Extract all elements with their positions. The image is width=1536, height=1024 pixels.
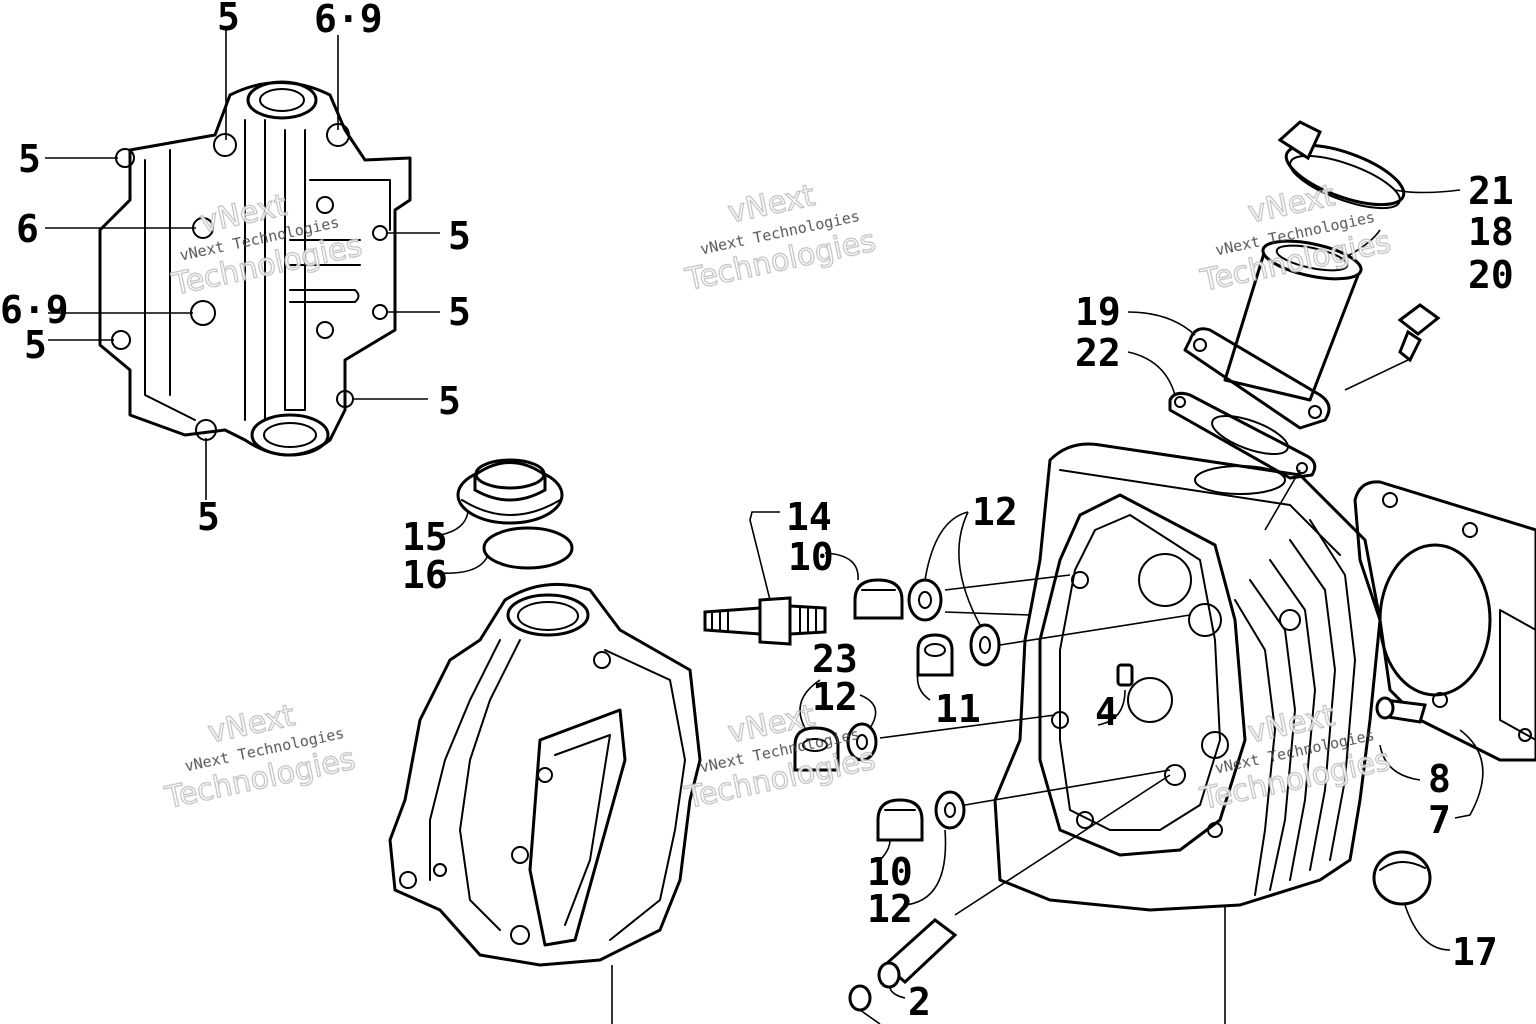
- callout-5: 5: [448, 290, 471, 334]
- washer-left: [846, 722, 878, 762]
- callout-6-9: 6·9: [0, 288, 69, 332]
- intake-bolt: [1397, 303, 1441, 363]
- callout-6: 6: [16, 207, 39, 251]
- head-cover-top-view: [98, 80, 412, 457]
- dowel-pin: [877, 918, 958, 989]
- callout-6-9: 6·9: [314, 0, 383, 41]
- callout-23: 23: [812, 637, 858, 681]
- callout-15: 15: [402, 515, 448, 559]
- flange-nut: [916, 633, 954, 677]
- callout-19: 19: [1075, 290, 1121, 334]
- callout-11: 11: [935, 687, 981, 731]
- callout-2: 2: [908, 980, 931, 1024]
- stud-bolt: [703, 596, 827, 646]
- cylinder-gasket: [1353, 480, 1536, 762]
- callout-5: 5: [217, 0, 240, 39]
- callout-10: 10: [788, 535, 834, 579]
- callout-21: 21: [1468, 169, 1514, 213]
- washer-upper: [907, 578, 943, 622]
- acorn-nut-upper: [853, 578, 904, 620]
- callout-22: 22: [1075, 331, 1121, 375]
- callout-5: 5: [18, 137, 41, 181]
- callout-20: 20: [1468, 253, 1514, 297]
- hose-clamp: [1277, 120, 1406, 210]
- head-cover-leader-lines: [45, 30, 440, 500]
- plug-cap: [1372, 850, 1432, 906]
- intake-pipe: [1183, 239, 1363, 430]
- callout-7: 7: [1428, 798, 1451, 842]
- callout-8: 8: [1428, 757, 1451, 801]
- o-ring: [482, 526, 574, 570]
- callout-5: 5: [197, 495, 220, 539]
- cylinder-head: [993, 442, 1382, 912]
- callout-12: 12: [867, 887, 913, 931]
- callout-5: 5: [438, 379, 461, 423]
- head-cover-side-view: [388, 582, 702, 967]
- callout-4: 4: [1095, 690, 1118, 734]
- cap-nut-left: [793, 726, 840, 772]
- callout-10: 10: [867, 850, 913, 894]
- dowel-pin-right: [1375, 696, 1427, 724]
- callout-5: 5: [448, 214, 471, 258]
- callout-16: 16: [402, 553, 448, 597]
- washer-lower: [934, 790, 966, 830]
- oil-filler-cap: [456, 458, 564, 525]
- callout-12: 12: [972, 490, 1018, 534]
- small-o-ring: [848, 984, 872, 1012]
- callout-17: 17: [1452, 930, 1498, 974]
- callout-14: 14: [786, 495, 832, 539]
- callout-5: 5: [24, 323, 47, 367]
- callout-12: 12: [812, 675, 858, 719]
- washer-middle: [969, 623, 1001, 667]
- callout-18: 18: [1468, 210, 1514, 254]
- acorn-nut-lower: [876, 798, 924, 842]
